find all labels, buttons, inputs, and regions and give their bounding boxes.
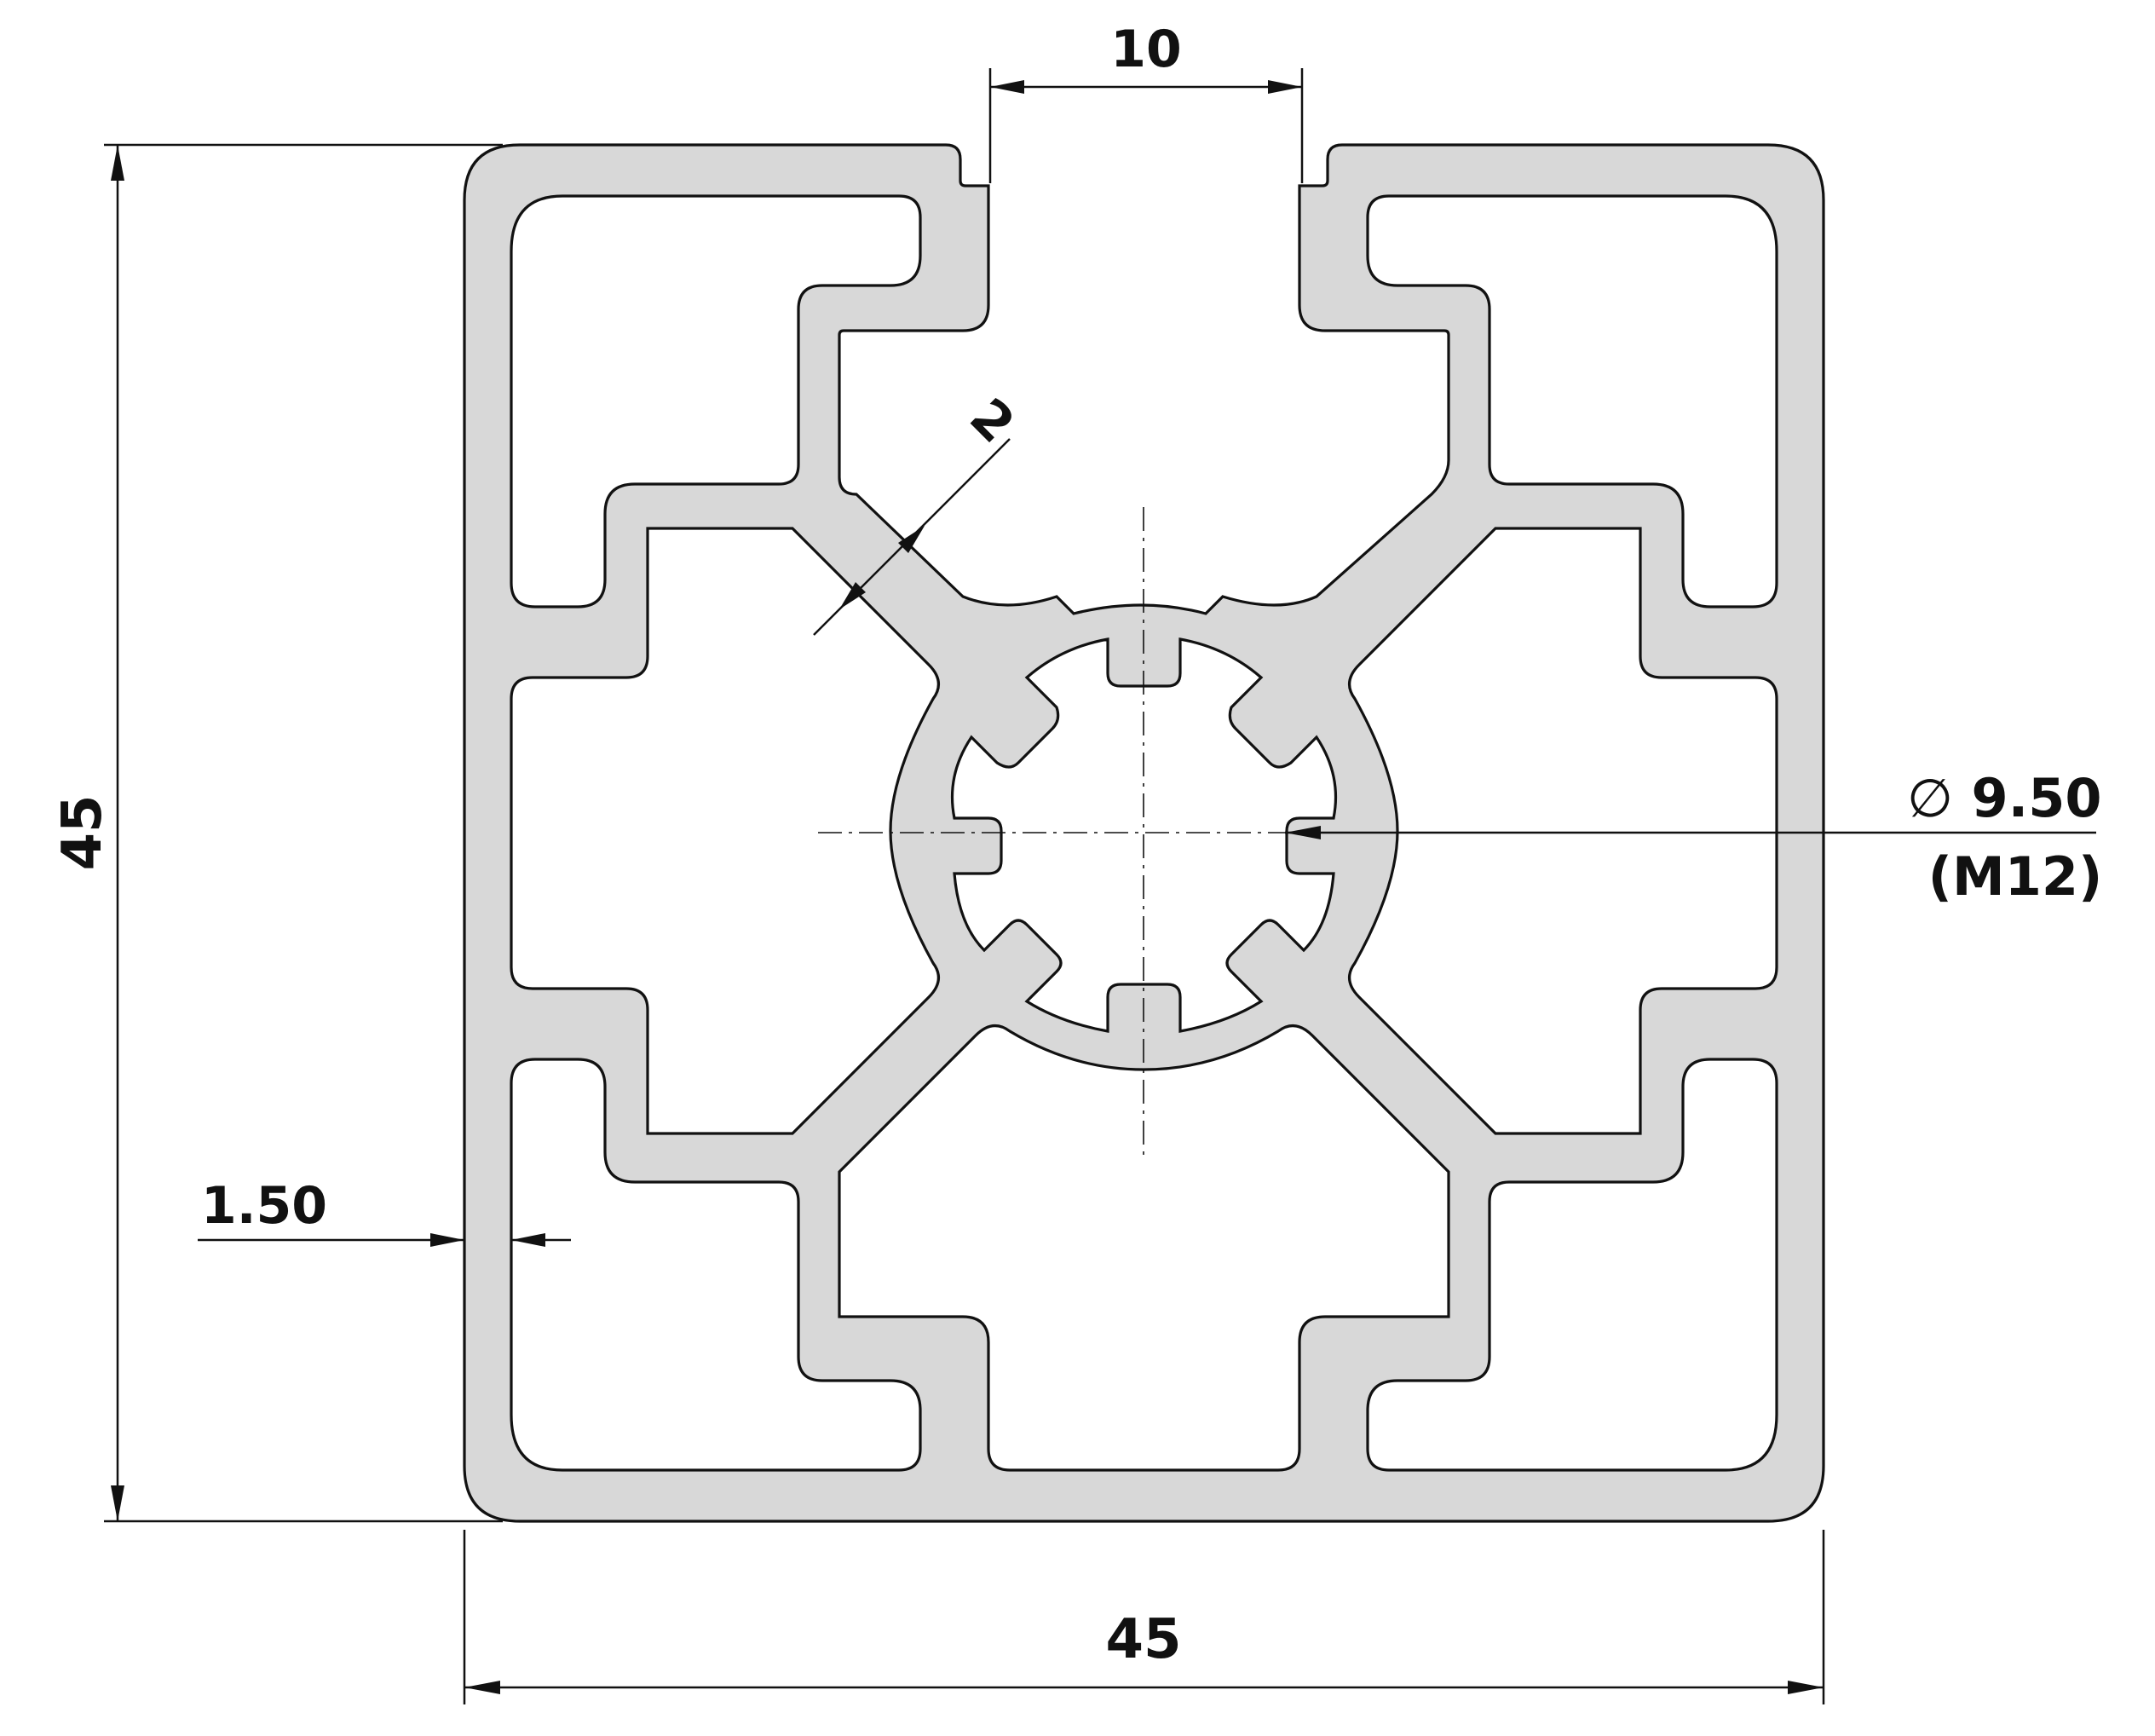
dimension-slot-width: 10 [988,20,1304,183]
arrow-icon [839,582,866,609]
arrow-icon [511,1233,545,1247]
slot-width-label: 10 [1110,20,1182,79]
cavity-bottom-right [1366,1058,1778,1472]
cavity-top-left [510,194,922,608]
arrow-icon [898,526,925,553]
arrow-icon [1268,80,1302,94]
wall-thickness-label: 1.50 [201,1176,327,1236]
arrow-icon [111,1485,124,1521]
arrow-icon [990,80,1024,94]
slot-cavity-right [1348,527,1778,1135]
arrow-icon [1285,826,1321,839]
slot-cavity-bottom [838,1024,1450,1472]
cavity-bottom-left [510,1058,922,1472]
web-thickness-label: 2 [959,387,1026,454]
diameter-symbol: ∅ [1907,767,1953,829]
overall-width-label: 45 [1105,1608,1181,1671]
cavity-top-right [1366,194,1778,608]
dimension-bore-diameter: ∅ 9.50 (M12) [1285,767,2102,908]
bore-diameter-label: 9.50 [1972,767,2102,829]
arrow-icon [1788,1681,1824,1694]
dimension-overall-width: 45 [463,1530,1825,1704]
arrow-icon [430,1233,464,1247]
thread-size-label: (M12) [1928,845,2103,908]
dimension-overall-height: 45 [51,143,503,1523]
dimension-wall-thickness: 1.50 [198,1176,571,1247]
overall-height-label: 45 [51,794,114,870]
slot-cavity-left [510,527,940,1135]
arrow-icon [464,1681,500,1694]
arrow-icon [111,145,124,181]
